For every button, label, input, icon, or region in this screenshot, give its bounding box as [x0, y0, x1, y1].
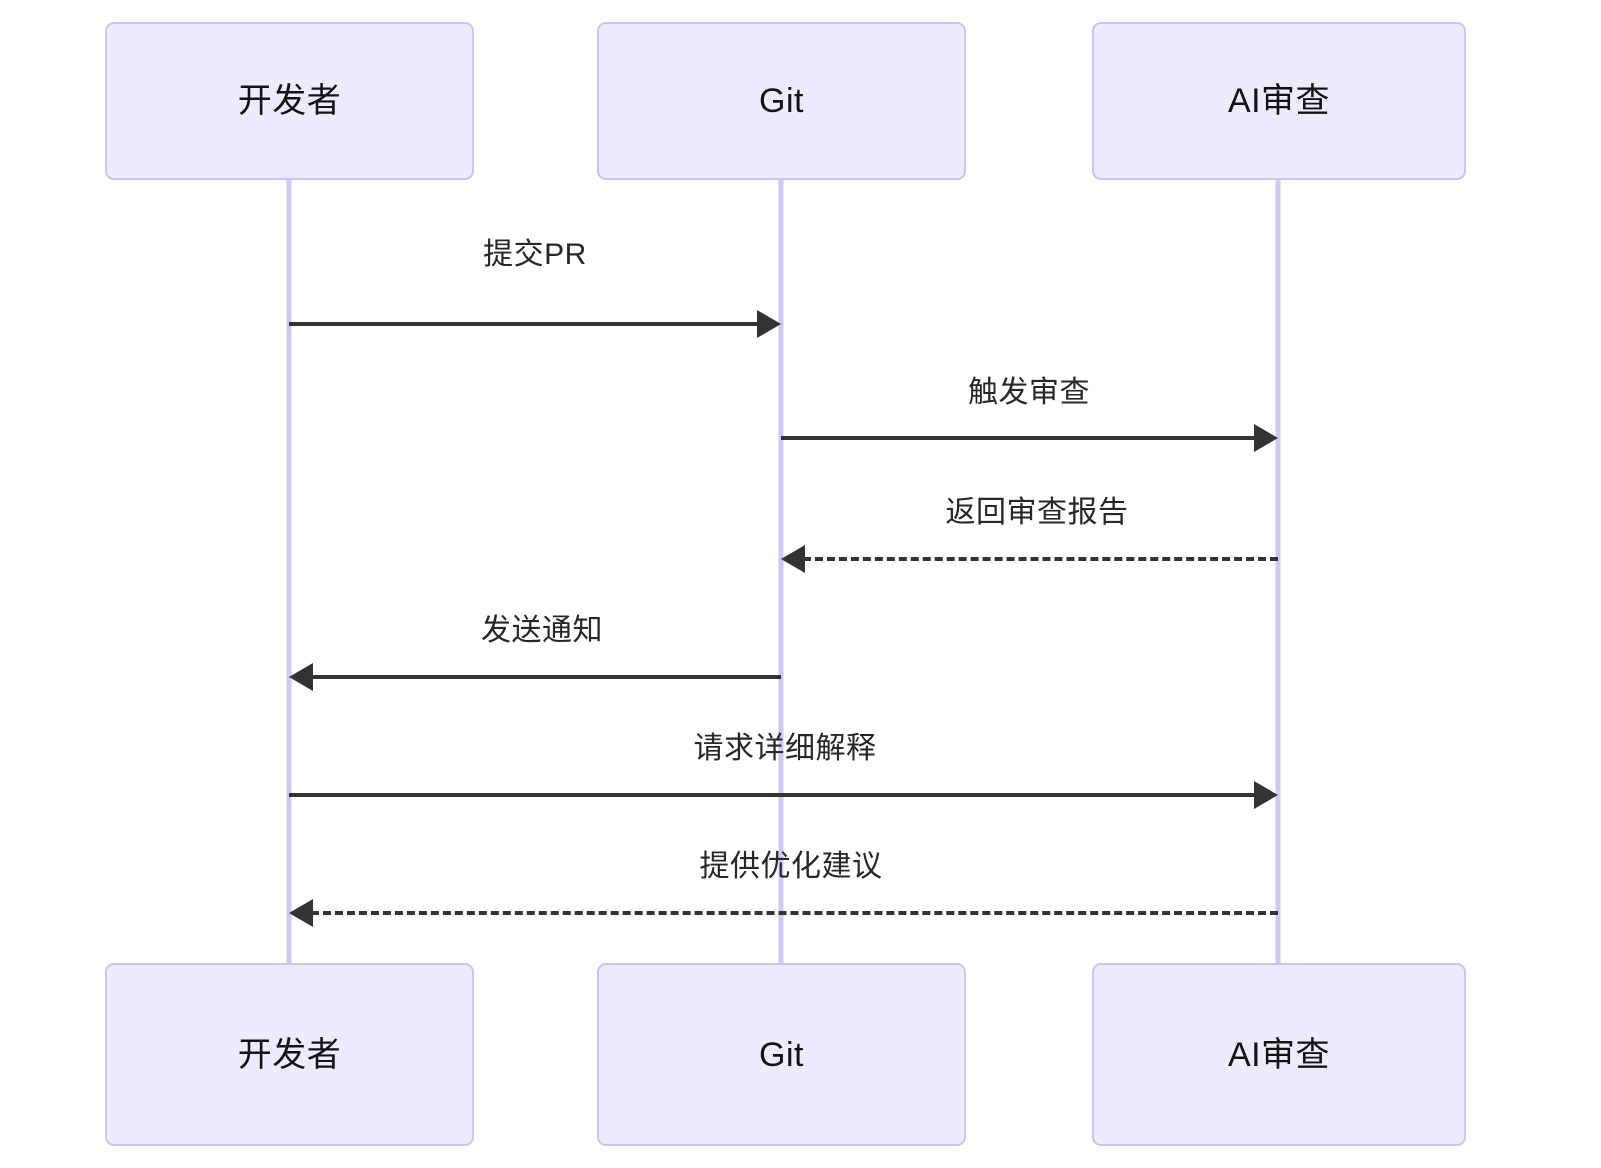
actor-label: AI审查	[1227, 82, 1331, 120]
message-line-3	[803, 557, 1278, 561]
arrow-head-1	[757, 310, 781, 338]
arrow-head-6	[289, 899, 313, 927]
message-label-4: 发送通知	[481, 614, 603, 647]
message-label-5: 请求详细解释	[693, 732, 877, 765]
actor-box-bottom-git[interactable]: Git	[597, 963, 966, 1146]
lifeline-ai-review	[1275, 180, 1281, 963]
arrow-head-3	[781, 545, 805, 573]
message-line-5	[289, 793, 1256, 797]
actor-box-bottom-developer[interactable]: 开发者	[105, 963, 474, 1146]
arrow-head-2	[1254, 424, 1278, 452]
lifeline-developer	[286, 180, 292, 963]
actor-label: 开发者	[237, 1035, 342, 1074]
message-line-1	[289, 322, 759, 326]
message-line-4	[311, 675, 781, 679]
actor-label: AI审查	[1227, 1035, 1331, 1074]
actor-label: 开发者	[237, 82, 342, 120]
message-label-6: 提供优化建议	[699, 850, 883, 883]
actor-label: Git	[759, 1035, 804, 1074]
arrow-head-4	[289, 663, 313, 691]
actor-box-top-developer[interactable]: 开发者	[105, 22, 474, 180]
actor-box-bottom-ai-review[interactable]: AI审查	[1092, 963, 1466, 1146]
message-line-2	[781, 436, 1256, 440]
actor-box-top-ai-review[interactable]: AI审查	[1092, 22, 1466, 180]
message-label-3: 返回审查报告	[945, 496, 1129, 529]
message-line-6	[311, 911, 1278, 915]
message-label-2: 触发审查	[968, 376, 1090, 409]
arrow-head-5	[1254, 781, 1278, 809]
message-label-1: 提交PR	[483, 238, 587, 271]
actor-box-top-git[interactable]: Git	[597, 22, 966, 180]
actor-label: Git	[759, 82, 804, 120]
